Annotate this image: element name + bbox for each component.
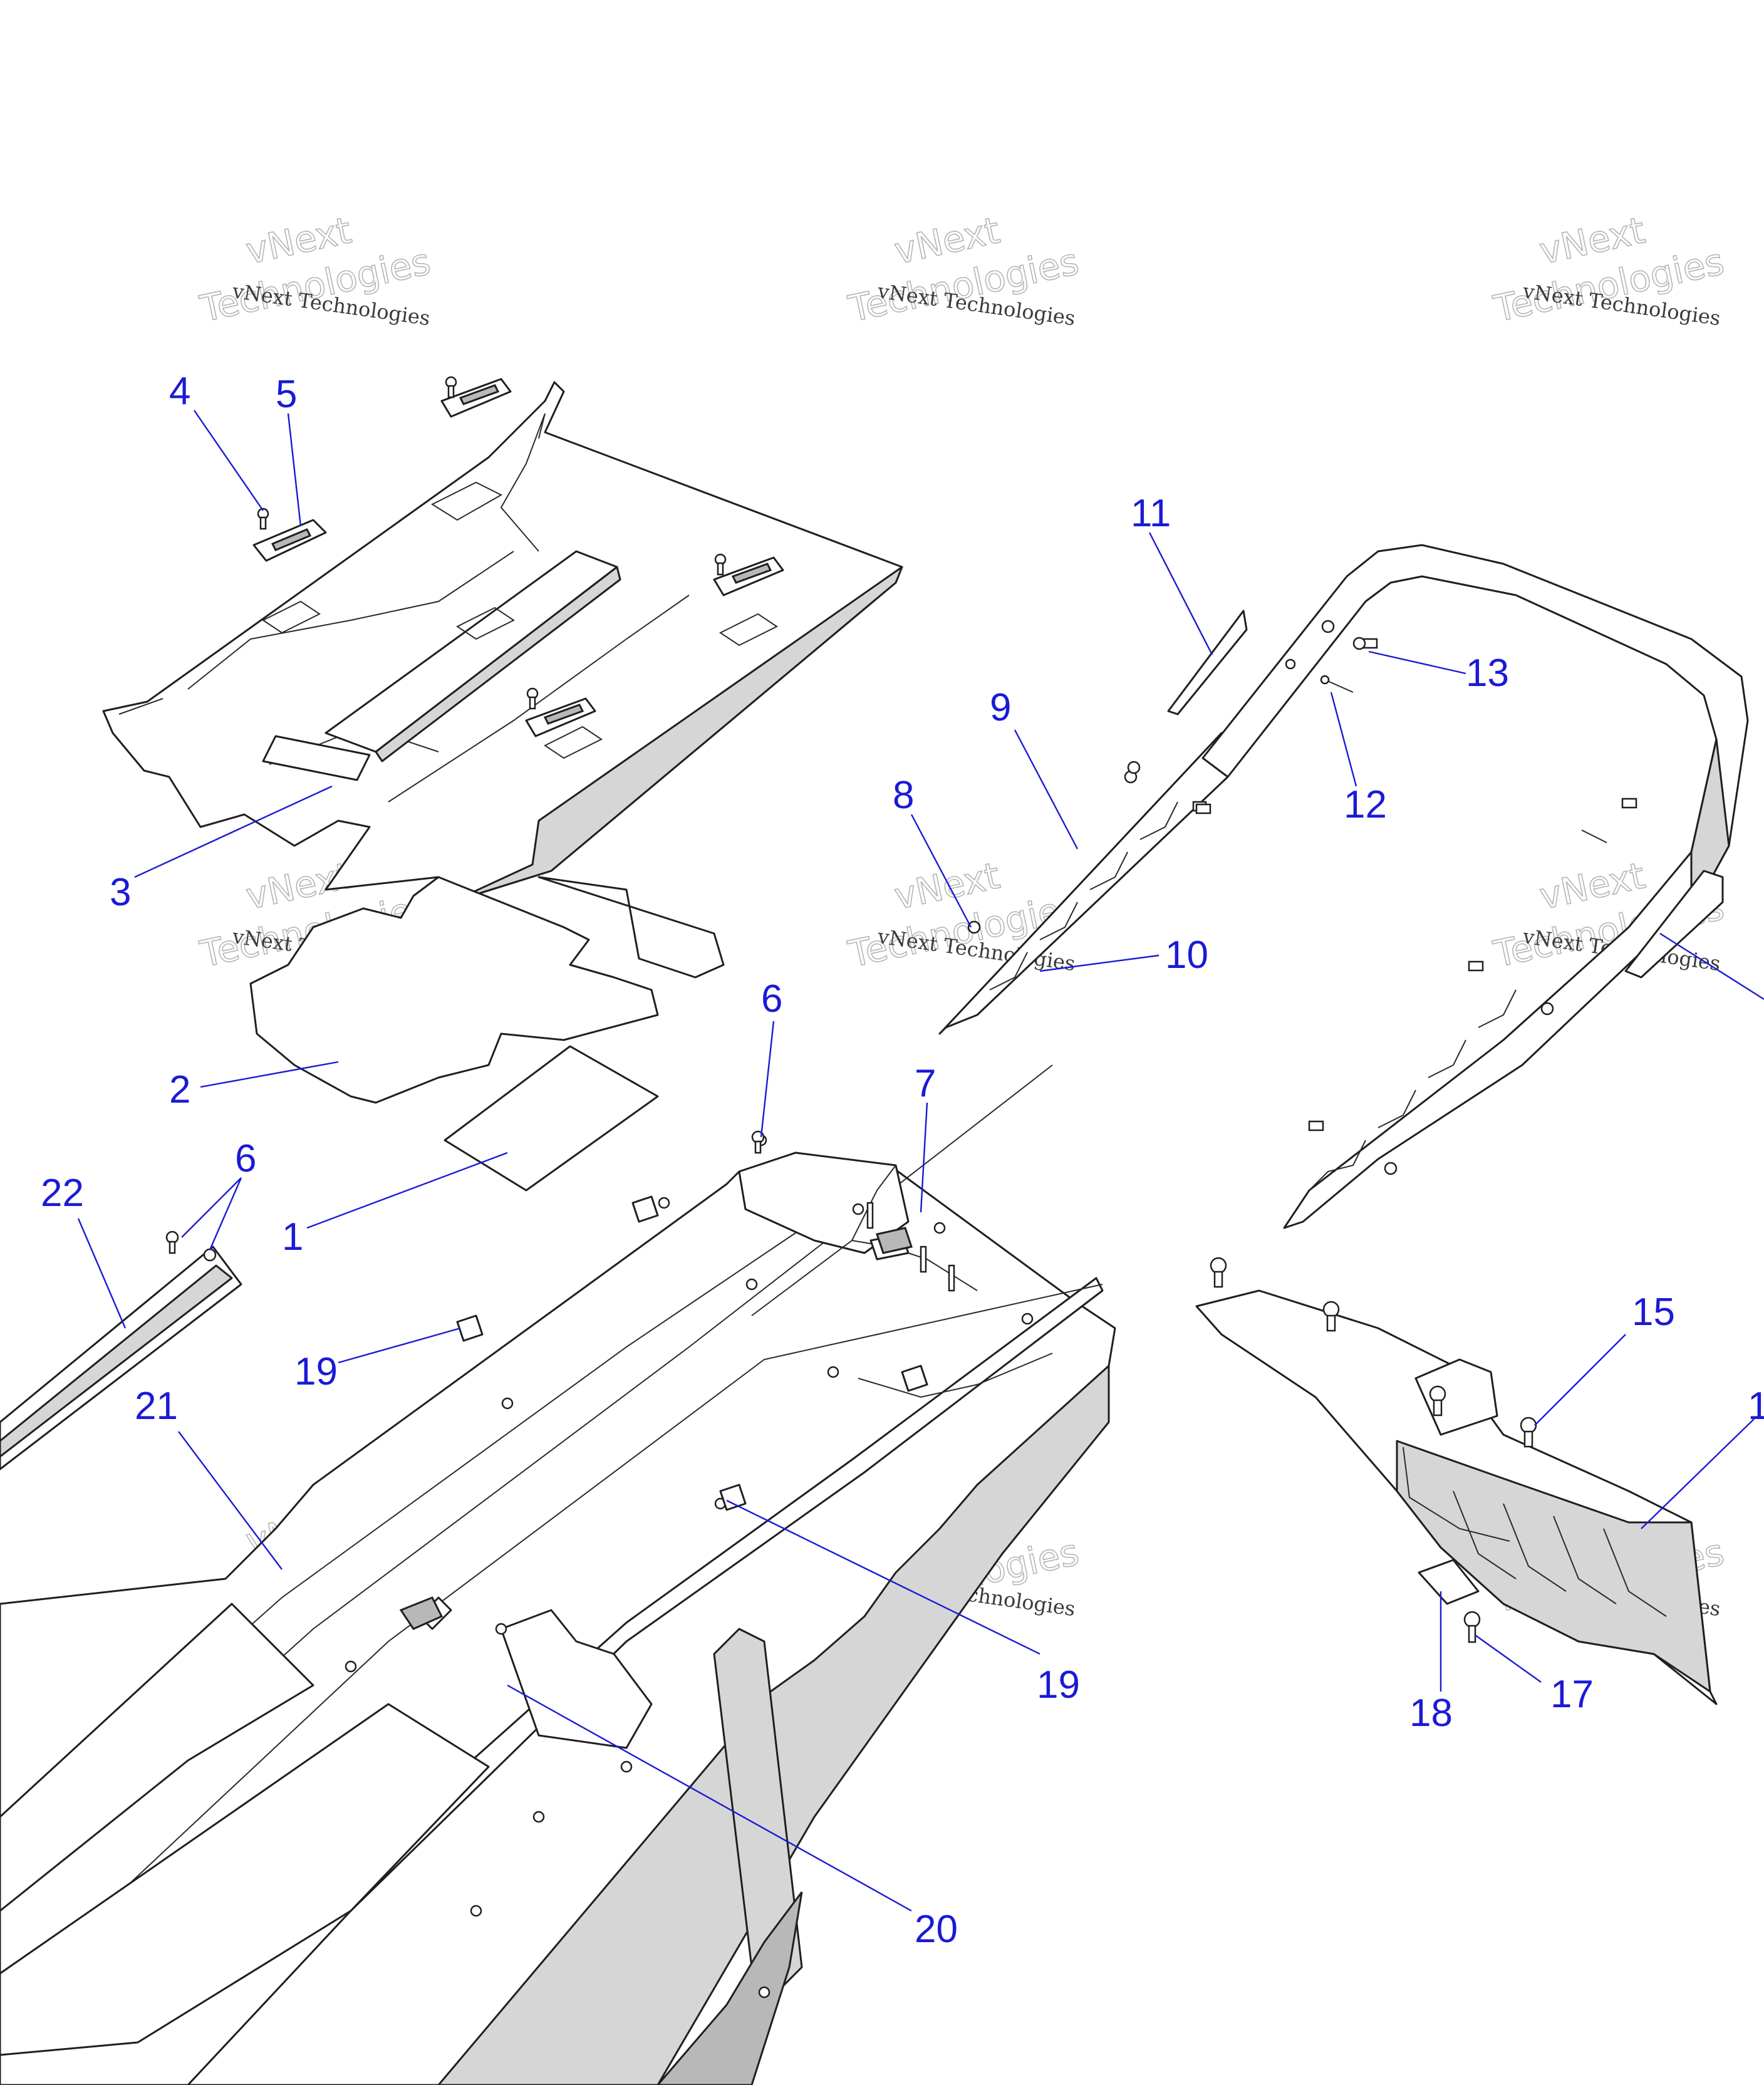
- callout-21: 21: [135, 1385, 178, 1428]
- callout-10: 10: [1165, 933, 1208, 977]
- bumper-badge-part: [1624, 870, 1724, 979]
- callout-13: 13: [1466, 652, 1509, 695]
- callout-20: 20: [915, 1908, 958, 1951]
- screw-part: [1463, 1611, 1481, 1643]
- callout-2: 2: [169, 1068, 190, 1111]
- plate-part: [1418, 1559, 1480, 1605]
- callout-3: 3: [110, 871, 131, 914]
- callout-labels: 4 5 3 2 1 6 6 7 8 9 10 11 12 13 1 15 17 …: [41, 370, 1764, 1951]
- rear-bumper-part: [1201, 544, 1749, 1229]
- side-rail-part: [0, 1245, 242, 1470]
- callout-8: 8: [893, 774, 914, 817]
- screw-group: [257, 376, 727, 710]
- callout-11: 11: [1131, 492, 1171, 535]
- footrest-grip-group: [252, 378, 784, 737]
- top-plate-part: [102, 381, 903, 979]
- tunnel-part: [0, 1064, 1116, 2085]
- callout-19: 19: [1037, 1663, 1080, 1707]
- tunnel-fastener-group: [345, 1134, 1034, 1999]
- callout-18: 18: [1409, 1692, 1453, 1735]
- bumper-hardware-group: [967, 637, 1637, 1175]
- callout-12: 12: [1344, 783, 1387, 826]
- callout-22: 22: [41, 1172, 84, 1215]
- callout-6: 6: [761, 977, 782, 1021]
- callout-9: 9: [990, 686, 1011, 729]
- callout-4: 4: [169, 370, 190, 413]
- callout-7: 7: [915, 1062, 936, 1105]
- callout-14: 1: [1748, 1385, 1764, 1428]
- callout-5: 5: [276, 373, 297, 416]
- handle-plate-part: [1167, 610, 1248, 715]
- pad-part: [444, 1045, 659, 1192]
- callout-1: 1: [282, 1215, 303, 1259]
- callout-6: 6: [235, 1137, 256, 1180]
- mat-part: [249, 876, 659, 1104]
- snow-flap-part: [1195, 1257, 1718, 1705]
- callout-15: 15: [1632, 1291, 1675, 1334]
- callout-17: 17: [1550, 1673, 1594, 1716]
- callout-19: 19: [294, 1350, 338, 1393]
- leader-lines: [77, 410, 1764, 1912]
